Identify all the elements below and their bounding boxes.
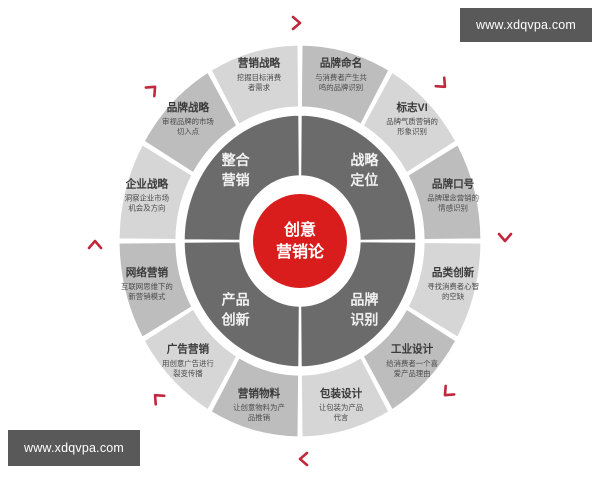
outer-segment-desc-line2: 者需求: [248, 83, 271, 92]
flow-arrow-icon: [298, 451, 309, 467]
outer-segment[interactable]: [300, 356, 390, 438]
outer-segment-desc-line2: 机会及方向: [128, 204, 165, 213]
outer-segment-title: 营销物料: [238, 387, 281, 400]
outer-segment[interactable]: [118, 241, 193, 339]
outer-segment-desc-line2: 爱产品理由: [394, 369, 431, 378]
outer-segment-desc-line2: 新营销模式: [128, 292, 166, 301]
flow-arrow-icon: [291, 15, 302, 31]
inner-quadrant-label-line2: 识别: [350, 311, 378, 327]
inner-quadrant[interactable]: [299, 240, 417, 368]
flow-arrow-icon: [439, 384, 456, 401]
outer-segment[interactable]: [407, 143, 482, 241]
outer-segment-title: 营销战略: [238, 57, 281, 70]
outer-segment-desc-line2: 裂变传播: [173, 369, 203, 378]
inner-quadrant[interactable]: [183, 114, 301, 242]
outer-segment-title: 标志VI: [395, 101, 427, 114]
outer-segment[interactable]: [210, 356, 300, 438]
core-label-line1: 创意: [283, 220, 316, 239]
outer-segment-desc-line1: 互联网思维下的: [121, 282, 173, 291]
outer-segment[interactable]: [210, 44, 300, 126]
outer-segment-desc-line2: 切入点: [177, 127, 200, 136]
outer-segment-desc-line1: 品牌理念营销的: [427, 194, 479, 203]
inner-quadrant[interactable]: [299, 114, 417, 242]
outer-segment[interactable]: [300, 44, 390, 126]
outer-segment-desc-line2: 形象识别: [397, 127, 427, 136]
flow-arrow-icon: [434, 76, 451, 93]
flow-arrow-icon: [87, 239, 103, 250]
outer-segment-desc-line1: 洞察企业市场: [125, 194, 169, 203]
outer-segment[interactable]: [143, 308, 238, 411]
flow-arrow-icon: [497, 232, 513, 243]
outer-segment-desc-line2: 情感识别: [438, 204, 468, 213]
outer-segment-desc-line1: 品牌气质营销的: [386, 117, 438, 126]
outer-segment-desc-line1: 给消费者一个喜: [386, 359, 438, 368]
inner-quadrant-label-line1: 产品: [222, 291, 250, 307]
outer-segment-title: 工业设计: [391, 343, 434, 356]
outer-segment-desc-line1: 寻找消费者心智: [427, 282, 479, 291]
outer-segment[interactable]: [362, 71, 457, 174]
flow-arrow-icon: [144, 81, 161, 98]
outer-segment-title: 企业战略: [125, 178, 169, 191]
outer-segment-title: 品类创新: [432, 266, 475, 279]
outer-segment-title: 网络营销: [126, 266, 169, 279]
outer-segment-desc-line2: 代言: [334, 413, 349, 422]
outer-segment-title: 广告营销: [167, 343, 210, 356]
flow-arrow-icon: [149, 389, 166, 406]
inner-quadrant-label-line2: 定位: [350, 172, 378, 188]
outer-segment-title: 品牌战略: [167, 101, 210, 114]
watermark-top-right: www.xdqvpa.com: [460, 8, 592, 42]
outer-segment-title: 品牌命名: [320, 57, 362, 70]
outer-segment[interactable]: [118, 143, 193, 241]
inner-quadrant-label-line2: 创新: [221, 311, 250, 327]
inner-quadrant-label-line2: 营销: [222, 172, 250, 188]
outer-segment-desc-line2: 品推销: [248, 413, 271, 422]
outer-segment-desc-line1: 用创意广告进行: [162, 359, 214, 368]
outer-segment-title: 包装设计: [320, 387, 363, 400]
outer-segment-desc-line1: 让包装为产品: [319, 403, 363, 412]
inner-quadrant-label-line1: 整合: [221, 152, 251, 168]
core-label-line2: 营销论: [276, 242, 325, 261]
outer-segment[interactable]: [143, 71, 238, 174]
inner-quadrant-label-line1: 品牌: [350, 291, 378, 307]
core-circle[interactable]: [253, 194, 347, 288]
inner-quadrant-label-line1: 战略: [350, 152, 379, 168]
outer-segment[interactable]: [362, 308, 457, 411]
watermark-bottom-left: www.xdqvpa.com: [8, 430, 140, 466]
outer-segment-desc-line2: 的空缺: [442, 292, 465, 301]
outer-segment-desc-line1: 审视品牌的市场: [162, 117, 214, 126]
outer-segment-desc-line1: 与消费者产生共: [315, 73, 367, 82]
outer-segment-desc-line1: 让创意物料为产: [233, 403, 285, 412]
outer-segment-desc-line2: 鸣的品牌识别: [319, 83, 363, 92]
outer-segment[interactable]: [407, 241, 482, 339]
outer-segment-desc-line1: 挖掘目标消费: [237, 73, 281, 82]
inner-quadrant[interactable]: [183, 240, 301, 368]
outer-segment-title: 品牌口号: [432, 178, 475, 191]
